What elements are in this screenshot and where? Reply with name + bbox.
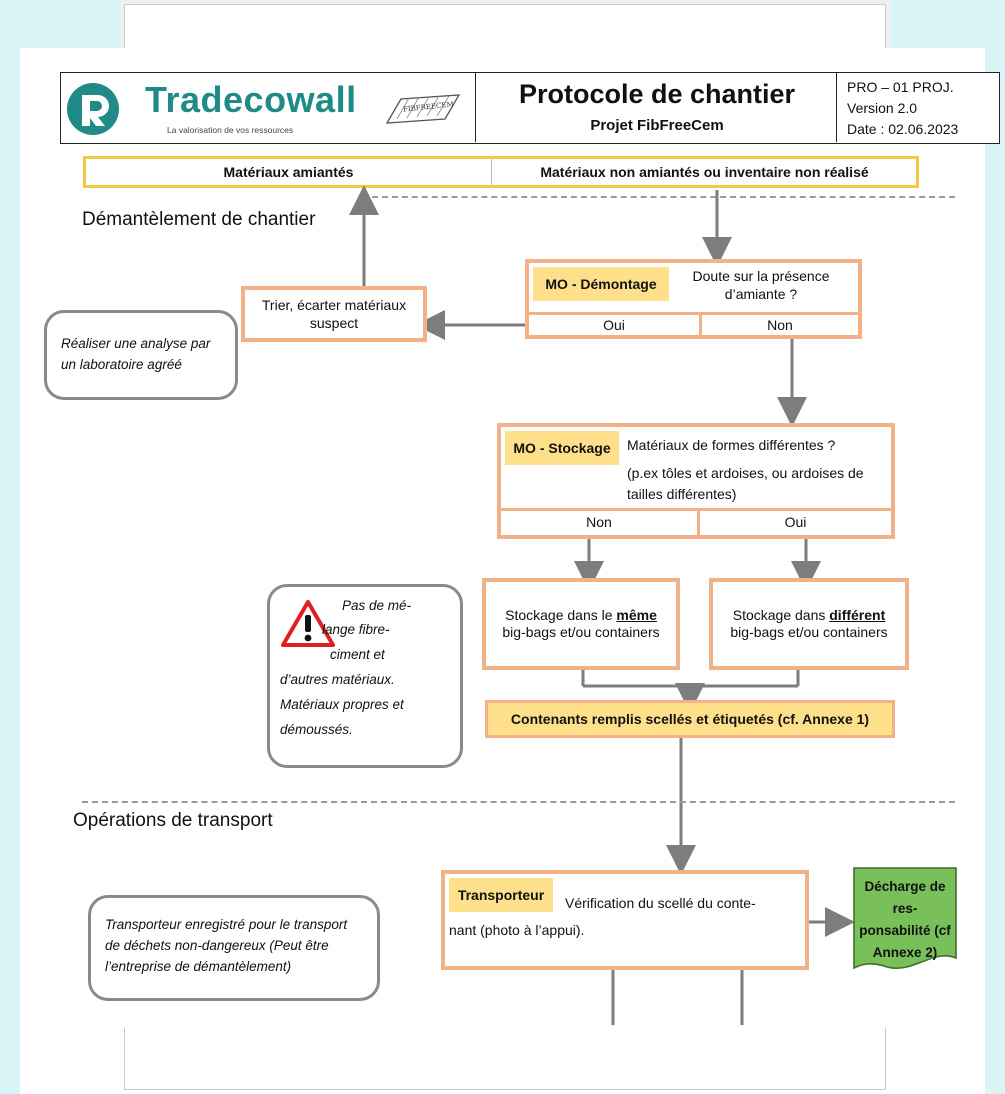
section-divider <box>82 801 955 803</box>
warning-line-4: d’autres matériaux. <box>280 672 395 687</box>
transporteur-label: Transporteur <box>449 878 553 912</box>
row-divider <box>529 312 858 315</box>
lab-analysis-note: Réaliser une analyse par un laboratoire … <box>44 310 238 400</box>
transporter-registration-note: Transporteur enregistré pour le transpor… <box>88 895 380 1001</box>
non-asbestos-materials-cell: Matériaux non amiantés ou inventaire non… <box>540 164 869 180</box>
doc-version: Version 2.0 <box>847 100 918 116</box>
mo-stockage-label: MO - Stockage <box>505 431 619 465</box>
storage-diff-prefix: Stockage dans <box>732 607 830 623</box>
mo-demontage-box: MO - Démontage Doute sur la présence d’a… <box>525 259 862 339</box>
storage-same-suffix: big-bags et/ou containers <box>502 624 660 640</box>
discharge-line-1: Décharge de res- <box>864 879 946 916</box>
document-shape-icon <box>853 867 957 970</box>
sealed-containers-box: Contenants remplis scellés et étiquetés … <box>485 700 895 738</box>
document-title: Protocole de chantier <box>518 79 796 109</box>
discharge-text: Décharge de res- ponsabilité (cf Annexe … <box>852 876 958 964</box>
logo-cell: Tradecowall La valorisation de vos resso… <box>61 73 476 142</box>
section-title-dismantling: Démantèlement de chantier <box>82 209 316 230</box>
discharge-line-3: Annexe 2) <box>872 945 938 960</box>
asbestos-materials-cell: Matériaux amiantés <box>86 159 492 185</box>
section-divider <box>372 196 955 198</box>
warning-triangle-icon <box>281 600 335 647</box>
mo-stockage-box: MO - Stockage Matériaux de formes différ… <box>497 423 895 539</box>
warning-line-2: lange fibre- <box>322 622 390 637</box>
mo-demontage-label: MO - Démontage <box>533 267 669 301</box>
tradecowall-logo-icon <box>67 83 119 135</box>
answer-no: Non <box>586 514 612 530</box>
liability-discharge-doc: Décharge de res- ponsabilité (cf Annexe … <box>852 866 958 974</box>
storage-same-prefix: Stockage dans le <box>505 607 617 623</box>
doc-code: PRO – 01 PROJ. <box>847 79 954 95</box>
different-shapes-question: Matériaux de formes différentes ? <box>627 437 836 453</box>
col-divider <box>699 312 702 335</box>
company-name: Tradecowall <box>145 79 357 120</box>
document-subtitle: Projet FibFreeCem <box>590 117 724 134</box>
answer-yes: Oui <box>784 514 807 530</box>
sort-suspect-materials-box: Trier, écarter matériaux suspect <box>241 286 427 342</box>
warning-line-5: Matériaux propres et <box>280 697 404 712</box>
storage-diff-line1: Stockage dans différent <box>733 607 886 624</box>
storage-same-line1: Stockage dans le même <box>505 607 657 624</box>
col-divider <box>697 508 700 535</box>
row-divider <box>501 508 891 511</box>
answer-yes: Oui <box>603 317 625 333</box>
storage-diff-suffix: big-bags et/ou containers <box>730 624 888 640</box>
title-cell: Protocole de chantier Projet FibFreeCem <box>477 73 837 142</box>
header-table: Tradecowall La valorisation de vos resso… <box>60 72 1000 144</box>
seal-check-text-line1: Vérification du scellé du conte- <box>565 895 756 911</box>
different-shapes-example: (p.ex tôles et ardoises, ou ardoises de … <box>627 465 864 502</box>
material-type-row: Matériaux amiantés Matériaux non amianté… <box>83 156 919 188</box>
seal-check-text-line2: nant (photo à l’appui). <box>449 922 585 938</box>
section-title-transport: Opérations de transport <box>73 810 273 831</box>
page-bottom-margin <box>124 1028 886 1090</box>
discharge-line-2: ponsabilité (cf <box>859 923 951 938</box>
answer-no: Non <box>767 317 793 333</box>
company-tagline: La valorisation de vos ressources <box>167 125 294 135</box>
warning-line-1: Pas de mé- <box>342 598 412 613</box>
transporteur-box: Transporteur Vérification du scellé du c… <box>441 870 809 970</box>
fibfreecem-logo: FIBFREECEM <box>383 89 473 129</box>
fibfreecem-roof-icon <box>385 94 461 124</box>
version-cell: PRO – 01 PROJ. Version 2.0 Date : 02.06.… <box>839 73 999 142</box>
warning-line-3: ciment et <box>330 647 385 662</box>
storage-diff-emph: différent <box>829 607 886 623</box>
asbestos-doubt-question: Doute sur la présence d’amiante ? <box>692 268 830 302</box>
warning-note: Pas de mé- lange fibre- ciment et d’autr… <box>267 584 463 768</box>
storage-same-container-box: Stockage dans le même big-bags et/ou con… <box>482 578 680 670</box>
warning-line-6: démoussés. <box>280 722 353 737</box>
doc-date: Date : 02.06.2023 <box>847 121 959 137</box>
storage-different-container-box: Stockage dans différent big-bags et/ou c… <box>709 578 909 670</box>
storage-same-emph: même <box>616 607 657 623</box>
